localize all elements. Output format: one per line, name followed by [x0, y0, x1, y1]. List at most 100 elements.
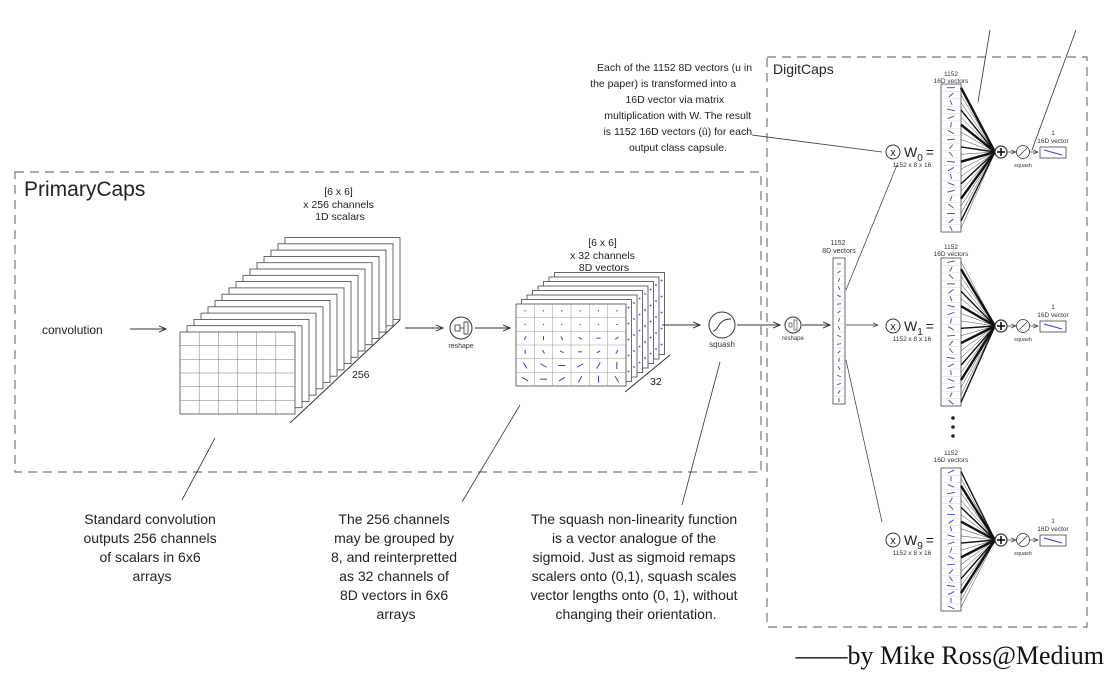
edge-dot: [655, 300, 657, 302]
column-vector: [947, 304, 955, 308]
column-vector: [949, 296, 953, 302]
edge-dot: [660, 295, 663, 298]
group-annotation: The 256 channels may be grouped by 8, an…: [331, 511, 461, 622]
edge-dot: [655, 332, 657, 334]
weight-dims: 1152 x 8 x 16: [893, 162, 932, 169]
transform-leader: [751, 134, 883, 153]
routing-line: [960, 471, 996, 541]
routing-line: [960, 151, 996, 200]
multiply-symbol: x: [890, 535, 896, 547]
column-vector: [948, 144, 954, 150]
vector-arrow: [579, 323, 581, 326]
routing-line: [960, 539, 996, 544]
edge-dot: [633, 334, 635, 336]
edge-dot: [633, 366, 635, 368]
routing-line: [960, 325, 996, 403]
column-vector: [949, 497, 953, 503]
column-vector: [947, 182, 955, 186]
column-vector: [947, 356, 955, 359]
vector-arrow: [597, 323, 600, 326]
vector-arrow: [596, 362, 601, 369]
vector-arrow: [614, 336, 619, 340]
multiply-symbol: x: [890, 321, 896, 333]
squash-label: squash: [1014, 551, 1032, 557]
edge-dot: [649, 304, 652, 307]
multiply-icon: [885, 318, 901, 334]
routing-line: [960, 290, 996, 327]
routing-line: [960, 520, 996, 542]
column-vector: [949, 225, 953, 231]
edge-dot: [660, 311, 663, 314]
stack-1152-label: 1152 8D vectors: [822, 240, 856, 255]
routing-line: [960, 500, 996, 541]
column-vector: [947, 108, 955, 112]
conv-leader: [181, 437, 216, 501]
vector-arrow: [523, 336, 527, 341]
edge-dot: [627, 322, 630, 325]
routing-line: [960, 123, 996, 153]
column-vector: [947, 326, 955, 331]
column-vector: [949, 526, 953, 532]
edge-dot: [633, 318, 635, 320]
vector-arrow: [521, 376, 529, 382]
stack-vector: [837, 310, 841, 314]
column-vector: [947, 386, 955, 389]
vector-arrow: [542, 323, 545, 326]
stack-vector: [838, 317, 840, 323]
column-vector: [948, 347, 954, 354]
routing-line: [960, 325, 996, 359]
edge-dot: [644, 325, 646, 327]
ellipsis-dot: [951, 434, 955, 438]
column-vector: [950, 318, 952, 324]
routing-line: [960, 283, 996, 327]
digitcaps-reshape-icon: [784, 316, 802, 334]
routing-line: [960, 146, 996, 153]
edge-dot: [644, 293, 646, 295]
weight-dims: 1152 x 8 x 16: [893, 550, 932, 557]
scalars-label: [6 x 6] x 256 channels 1D scalars: [303, 186, 377, 223]
output-vector-arrow: [1043, 323, 1063, 330]
column-vector: [948, 274, 954, 279]
vector-arrow: [559, 350, 564, 354]
stack-column: [832, 257, 846, 405]
column-vector: [947, 334, 955, 337]
convolution-label: convolution: [42, 323, 103, 337]
vector-channel-stack: [515, 272, 665, 387]
column-vector: [947, 469, 955, 474]
routing-line: [960, 325, 996, 366]
edge-dot: [660, 279, 663, 282]
column-vector: [947, 491, 955, 495]
multiply-symbol: x: [890, 147, 896, 159]
routing-line: [959, 485, 997, 541]
edge-dot: [655, 316, 657, 318]
squash-label: squash: [1014, 163, 1032, 169]
routing-line: [960, 150, 996, 163]
edge-dot: [655, 284, 657, 286]
stack-vector: [837, 285, 841, 291]
routing-line: [960, 506, 996, 541]
column-vector: [947, 115, 955, 120]
column-vector: [950, 370, 952, 376]
routing-line: [960, 320, 996, 327]
column-vector: [950, 173, 952, 180]
weight-dims: 1152 x 8 x 16: [893, 336, 932, 343]
stack-vector: [836, 374, 842, 378]
routing-line: [959, 539, 997, 594]
routing-line: [960, 539, 996, 608]
credit-text: ——by Mike Ross@Medium: [794, 641, 1104, 670]
column-vector: [947, 584, 955, 588]
depth-256-line: [289, 319, 401, 424]
routing-line: [960, 535, 996, 541]
vector-arrow: [615, 310, 618, 312]
routing-line: [960, 94, 996, 153]
routing-line: [960, 276, 996, 327]
vector-arrow: [558, 376, 566, 382]
edge-dot: [638, 345, 641, 348]
squash-icon-stroke: [1018, 535, 1028, 545]
routing-line: [960, 102, 996, 153]
stack-vector: [837, 270, 841, 274]
vector-arrow: [540, 363, 547, 368]
routing-line: [960, 325, 996, 329]
